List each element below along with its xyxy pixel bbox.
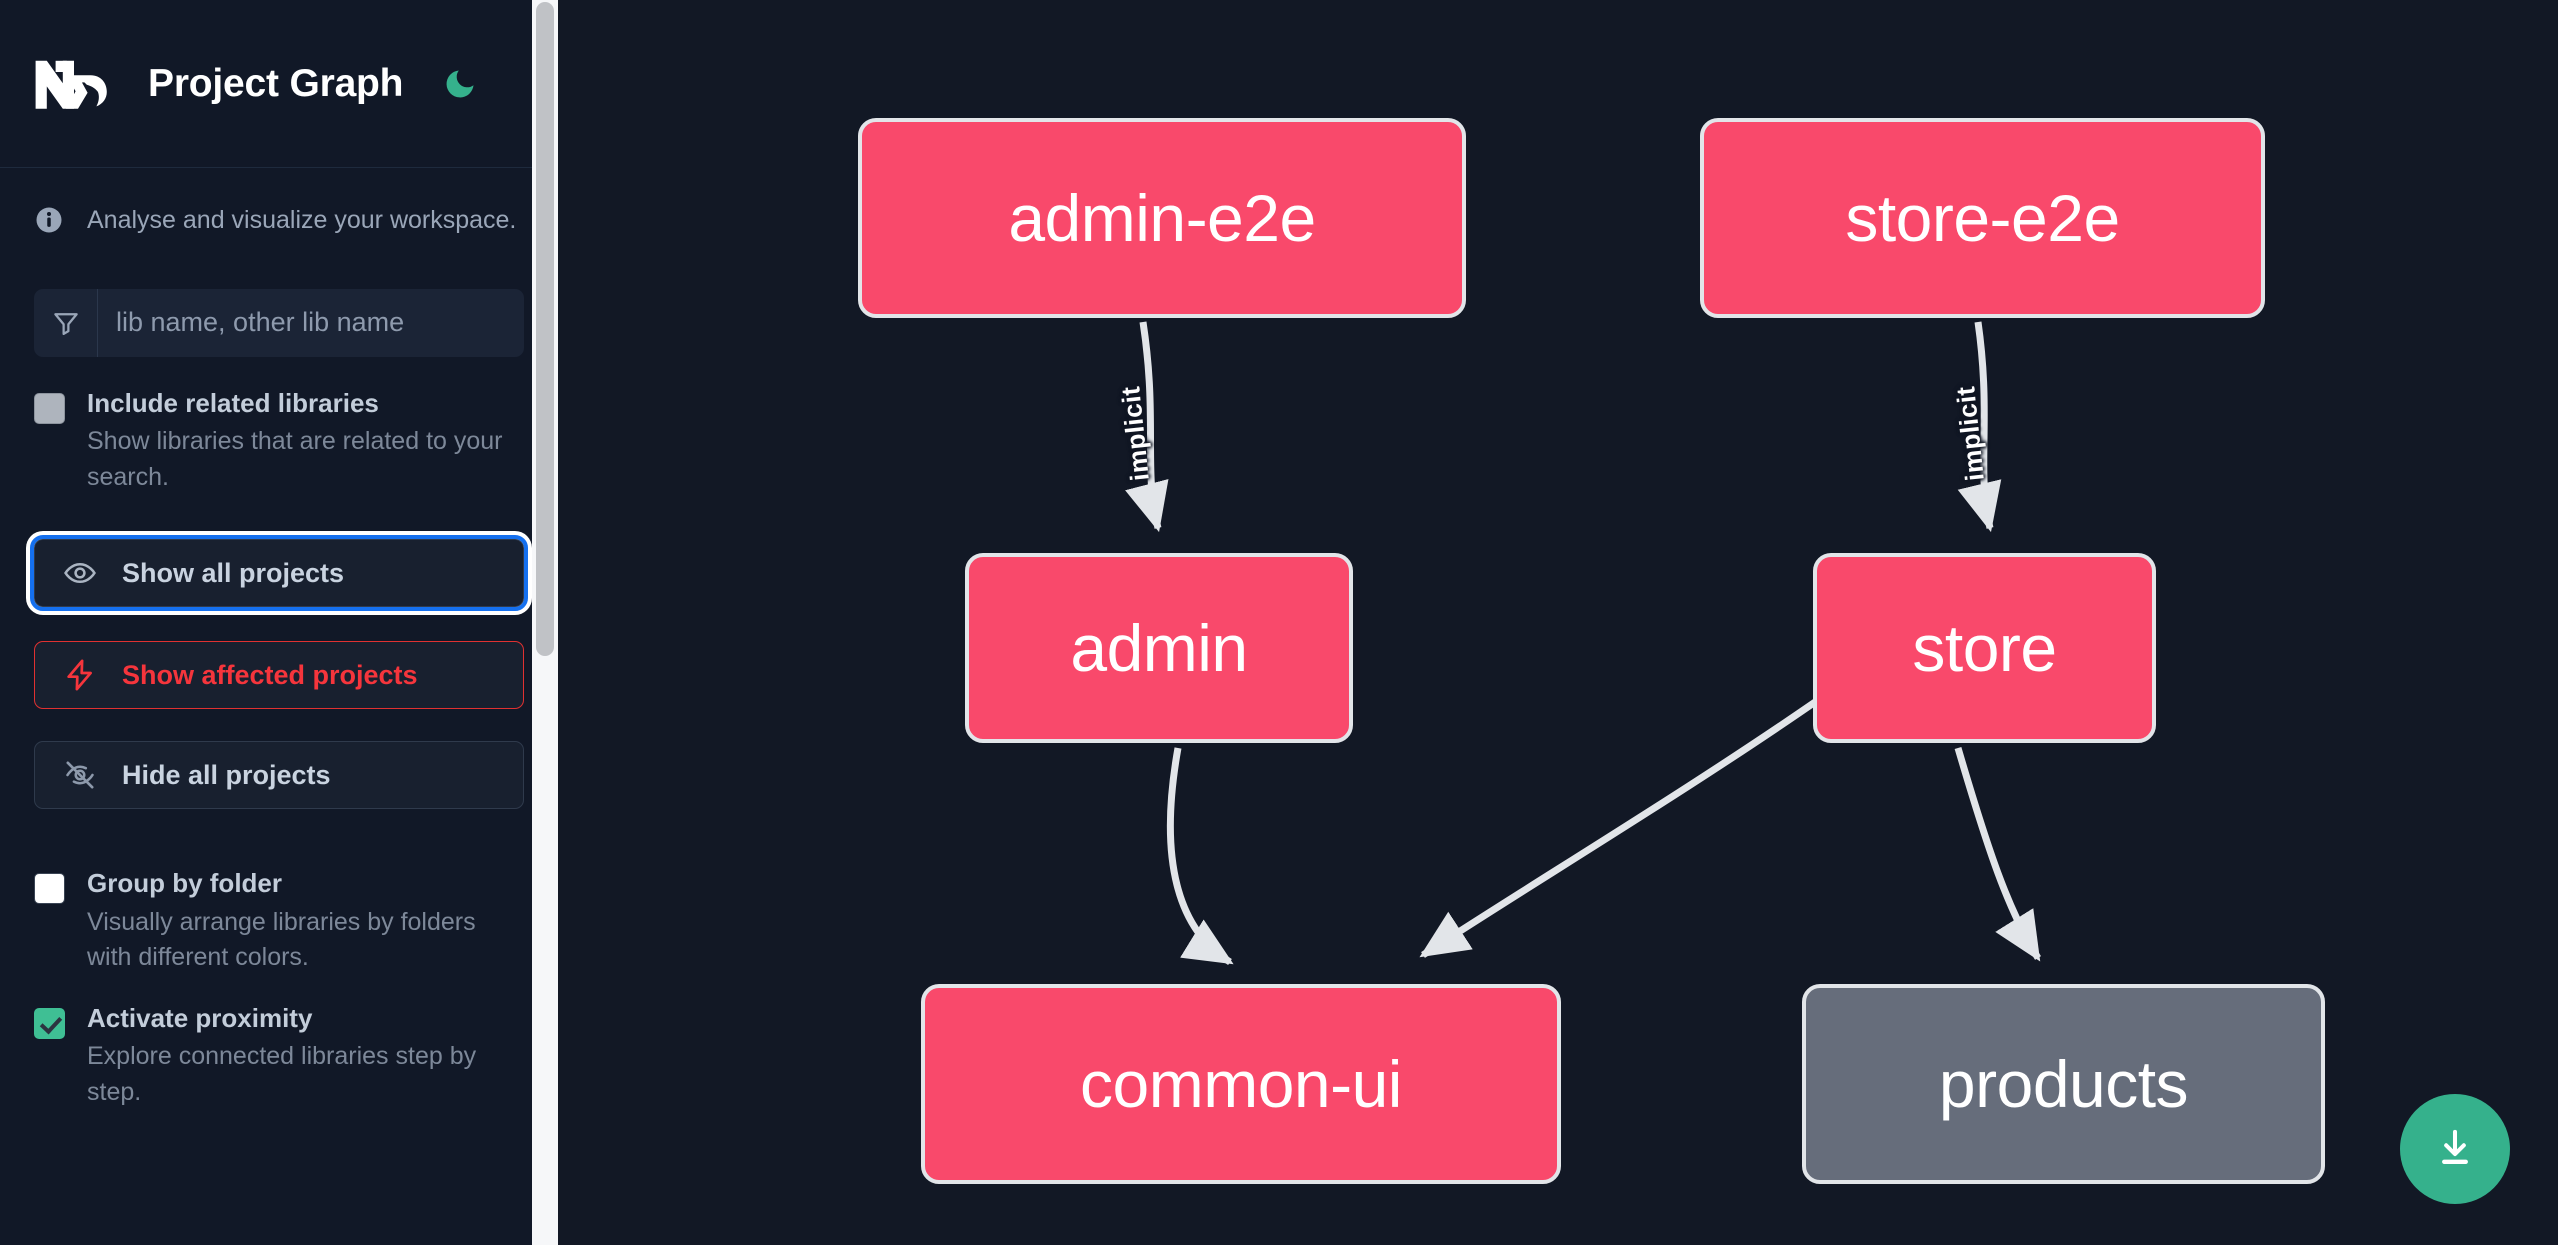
sidebar-scrollbar-thumb[interactable]	[536, 2, 554, 656]
eye-icon	[61, 554, 99, 592]
checkbox-box[interactable]	[34, 1007, 65, 1039]
graph-node-products[interactable]: products	[1802, 984, 2325, 1184]
checkbox-description: Visually arrange libraries by folders wi…	[87, 907, 476, 972]
checkbox-label: Activate proximity	[87, 1002, 313, 1033]
workspace-blurb: Analyse and visualize your workspace.	[0, 168, 558, 237]
sidebar: Project Graph Analyse and visualize your…	[0, 0, 558, 1245]
download-graph-button[interactable]	[2400, 1094, 2510, 1204]
graph-node-store[interactable]: store	[1813, 553, 2156, 743]
workspace-blurb-text: Analyse and visualize your workspace.	[87, 206, 517, 234]
search-input[interactable]	[98, 288, 524, 357]
filter-icon	[34, 288, 98, 357]
button-label: Show all projects	[122, 557, 345, 588]
edge-store-products	[1954, 747, 2041, 962]
info-icon	[34, 205, 64, 235]
checkbox-description: Show libraries that are related to your …	[87, 427, 503, 491]
graph-node-admin[interactable]: admin	[965, 553, 1353, 743]
show-affected-projects-button[interactable]: Show affected projects	[34, 641, 524, 709]
graph-edges	[1125, 321, 2041, 965]
edge-store-common-ui	[1419, 697, 1820, 958]
projects-button-group: Show all projects Show affected projects	[30, 535, 528, 809]
node-label: store-e2e	[1845, 181, 2120, 255]
checkbox-label: Group by folder	[87, 868, 282, 898]
project-graph-canvas[interactable]: admin-e2e store-e2e admin store common-u…	[558, 0, 2558, 1245]
node-label: products	[1938, 1047, 2189, 1121]
checkbox-activate-proximity[interactable]: Activate proximity Explore connected lib…	[34, 976, 524, 1111]
eye-off-icon	[61, 756, 99, 794]
edge-store-e2e-store	[1957, 321, 2002, 533]
checkbox-include-related-libraries[interactable]: Include related libraries Show libraries…	[34, 357, 524, 496]
lightning-icon	[61, 656, 99, 694]
button-label: Show affected projects	[122, 659, 418, 690]
edge-admin-e2e-admin	[1125, 321, 1169, 533]
node-label: store	[1912, 611, 2057, 685]
node-label: admin	[1070, 611, 1248, 685]
moon-icon[interactable]	[437, 61, 483, 107]
graph-node-admin-e2e[interactable]: admin-e2e	[858, 118, 1466, 318]
graph-node-common-ui[interactable]: common-ui	[921, 984, 1561, 1184]
checkbox-label: Include related libraries	[87, 387, 379, 418]
filter-search-row[interactable]	[34, 288, 524, 357]
checkbox-box[interactable]	[34, 873, 65, 904]
node-label: admin-e2e	[1008, 181, 1316, 255]
checkbox-box[interactable]	[34, 392, 65, 424]
edge-admin-common-ui	[1166, 747, 1234, 965]
checkbox-group-by-folder[interactable]: Group by folder Visually arrange librari…	[34, 841, 524, 976]
sidebar-scrollbar[interactable]	[532, 0, 558, 1245]
graph-node-store-e2e[interactable]: store-e2e	[1700, 118, 2265, 318]
checkbox-description: Explore connected libraries step by step…	[87, 1042, 477, 1106]
button-label: Hide all projects	[122, 759, 331, 790]
download-icon	[2432, 1125, 2478, 1174]
nx-logo-icon	[34, 56, 122, 112]
hide-all-projects-button[interactable]: Hide all projects	[34, 741, 524, 809]
node-label: common-ui	[1080, 1047, 1402, 1121]
show-all-projects-button[interactable]: Show all projects	[30, 535, 528, 611]
sidebar-header: Project Graph	[0, 0, 558, 168]
page-title: Project Graph	[148, 61, 404, 105]
